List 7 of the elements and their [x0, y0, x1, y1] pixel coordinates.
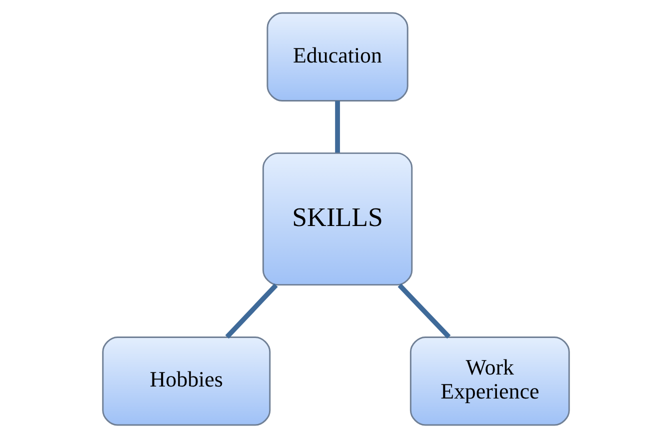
connector: [335, 100, 340, 153]
node-box: Education: [266, 12, 408, 102]
node-box: Hobbies: [102, 336, 271, 426]
connector: [225, 284, 278, 339]
node-box: SKILLS: [262, 152, 413, 286]
connector: [398, 283, 451, 339]
node-box: Work Experience: [410, 336, 570, 426]
